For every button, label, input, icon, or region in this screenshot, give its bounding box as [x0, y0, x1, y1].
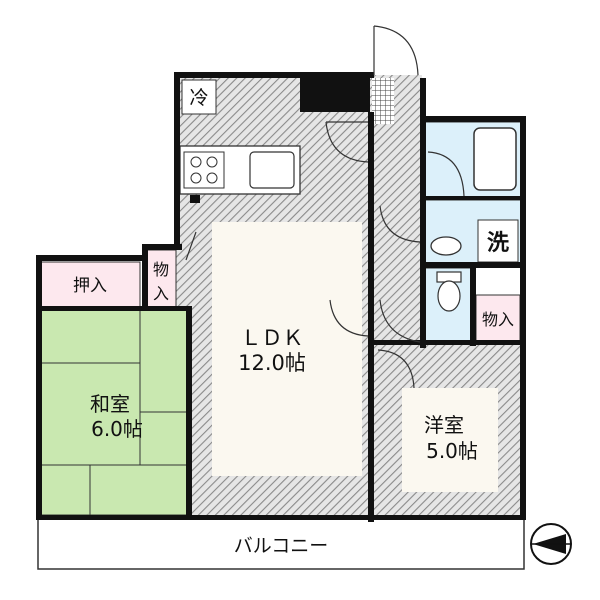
wash-basin [430, 236, 462, 256]
tatami-lines [40, 310, 190, 515]
washitsu-size: 6.0帖 [91, 417, 143, 441]
ldk-name: ＬＤＫ [241, 326, 304, 350]
burner [190, 156, 202, 168]
kitchen-sink [249, 151, 295, 189]
burner [206, 156, 218, 168]
balcony-label: バルコニー [234, 535, 329, 557]
laundry-label: 洗 [487, 231, 509, 256]
ldk-room [212, 222, 362, 476]
balcony [37, 517, 525, 570]
burner [190, 172, 202, 184]
toilet-bowl [437, 280, 461, 312]
laundry-space [477, 219, 519, 263]
oshiire-closet [39, 261, 141, 309]
ldk-size: 12.0帖 [238, 351, 306, 375]
compass-icon [530, 523, 572, 565]
bathtub [473, 127, 517, 191]
monoire-center-char1: 物 [153, 260, 169, 279]
fridge-space [181, 79, 217, 115]
oshiire-label: 押入 [73, 276, 107, 296]
walls [36, 72, 526, 522]
monoire-right-label: 物入 [482, 310, 514, 329]
washitsu-name: 和室 [90, 392, 130, 416]
monoire-center-char2: 入 [153, 284, 169, 303]
youshitsu-size: 5.0帖 [426, 439, 478, 463]
burner [206, 172, 218, 184]
monoire-center [145, 249, 177, 309]
fridge-label: 冷 [189, 87, 208, 109]
youshitsu-name: 洋室 [424, 413, 464, 437]
door-swings [185, 25, 465, 389]
genkan-floor [372, 78, 394, 124]
youshitsu-room [402, 388, 498, 492]
stove [183, 151, 225, 189]
